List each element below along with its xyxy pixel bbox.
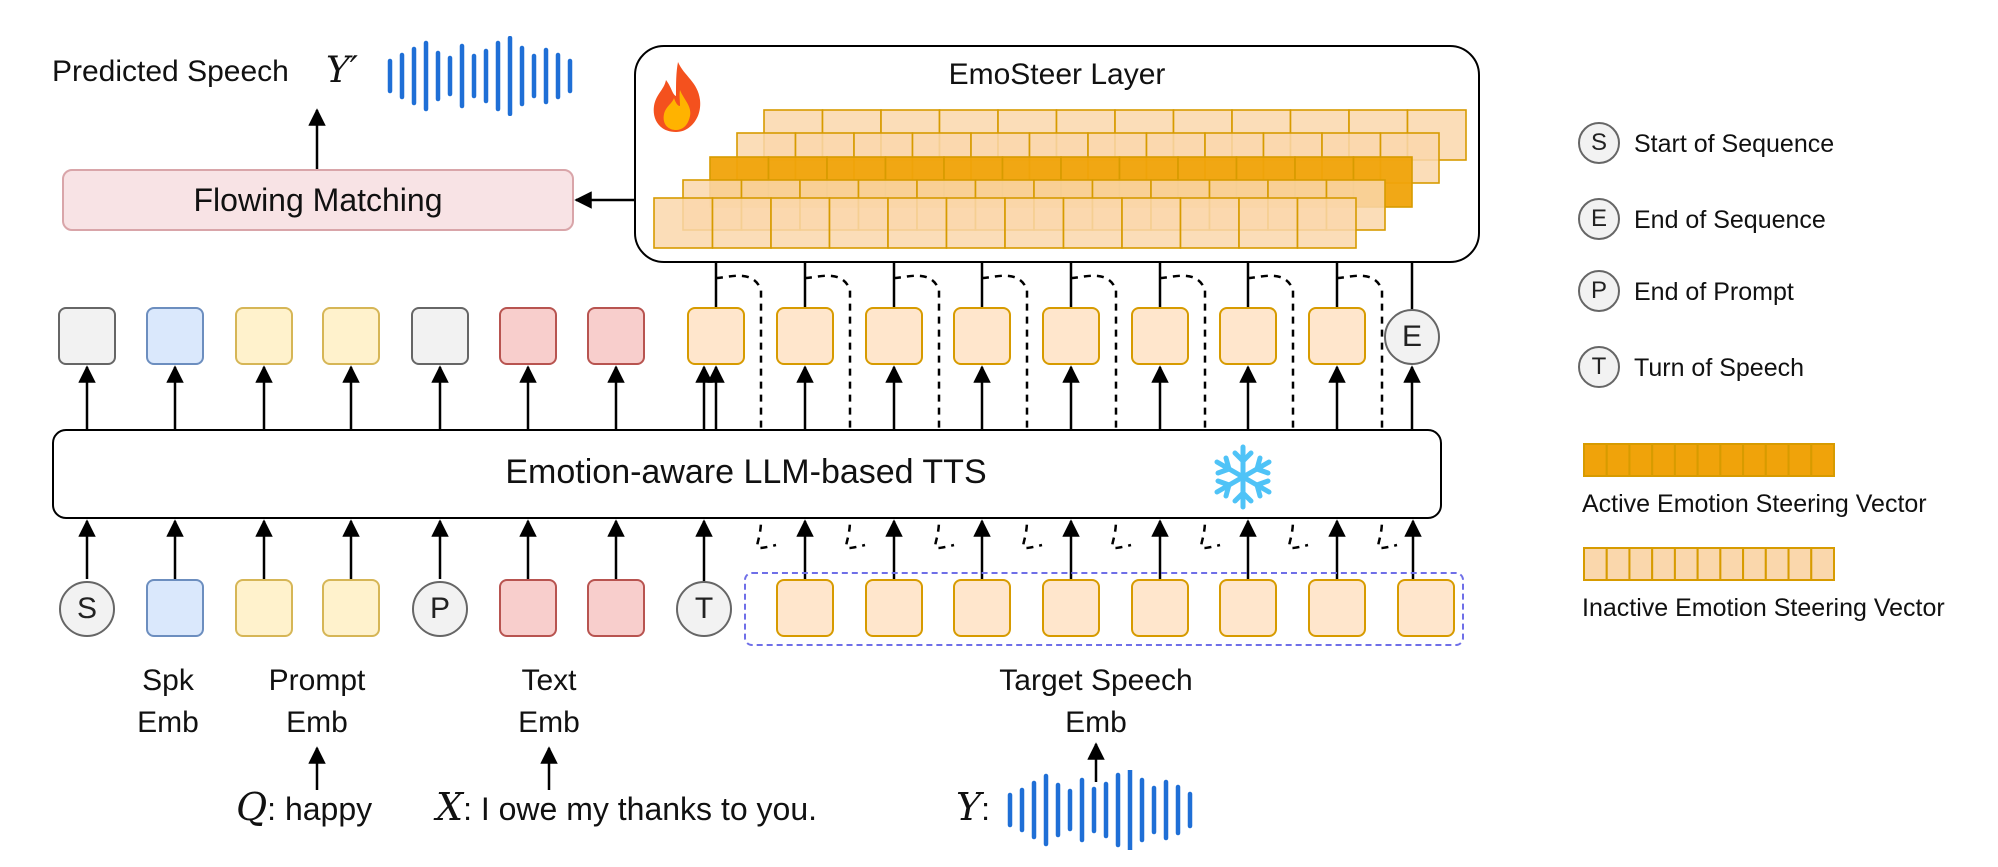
snowflake-icon — [1214, 444, 1272, 510]
legend-turn-label: Turn of Speech — [1634, 354, 1805, 382]
llm-tts-label: Emotion-aware LLM-based TTS — [505, 453, 987, 491]
input-token-speech — [1308, 579, 1366, 637]
legend-active-label: Active Emotion Steering Vector — [1582, 490, 1927, 518]
waveform-icon — [387, 36, 573, 116]
input-token-sos: S — [59, 581, 115, 637]
output-token-speech — [1219, 307, 1277, 365]
inactive-steering-vector — [653, 197, 1357, 249]
input-token-speech — [1131, 579, 1189, 637]
emotion-input: Q: happy — [236, 785, 373, 829]
input-token-text — [499, 579, 557, 637]
speech-input: Y: — [956, 785, 990, 829]
predicted-speech-symbol: Y′ — [326, 50, 358, 91]
llm-tts-box — [52, 429, 1442, 519]
legend-end-icon: E — [1578, 198, 1620, 240]
output-token-speech — [1308, 307, 1366, 365]
waveform-icon — [1007, 770, 1193, 850]
output-token-speech — [1131, 307, 1189, 365]
input-token-eop: P — [412, 581, 468, 637]
legend-active-vector-icon — [1583, 443, 1835, 477]
input-token-speech — [776, 579, 834, 637]
output-token-speech — [687, 307, 745, 365]
predicted-speech-label: Predicted Speech — [52, 55, 289, 88]
text-input: X: I owe my thanks to you. — [436, 785, 817, 829]
output-token-speech — [953, 307, 1011, 365]
input-token-prompt — [322, 579, 380, 637]
output-token-eop — [411, 307, 469, 365]
fire-icon — [653, 62, 701, 132]
input-token-speech — [1219, 579, 1277, 637]
input-token-speech — [1042, 579, 1100, 637]
output-token-spk — [146, 307, 204, 365]
flow-matching-box: Flowing Matching — [62, 169, 574, 231]
output-token-text — [587, 307, 645, 365]
input-token-turn: T — [676, 581, 732, 637]
legend-turn-icon: T — [1578, 346, 1620, 388]
text-emb-label: Text Emb — [518, 664, 580, 739]
legend-end-label: End of Sequence — [1634, 206, 1826, 234]
input-token-prompt — [235, 579, 293, 637]
output-token-text — [499, 307, 557, 365]
flow-matching-label: Flowing Matching — [193, 181, 443, 218]
output-token-speech — [776, 307, 834, 365]
input-token-speech — [1397, 579, 1455, 637]
output-token-prompt — [322, 307, 380, 365]
input-token-spk — [146, 579, 204, 637]
prompt-emb-label: Prompt Emb — [268, 664, 366, 739]
spk-emb-label: Spk Emb — [137, 664, 199, 739]
legend-prompt-label: End of Prompt — [1634, 278, 1794, 306]
legend-start-icon: S — [1578, 122, 1620, 164]
input-token-speech — [953, 579, 1011, 637]
output-token-speech — [1042, 307, 1100, 365]
output-token-sos — [58, 307, 116, 365]
target-speech-emb-label: Target Speech Emb — [999, 664, 1193, 739]
legend-inactive-label: Inactive Emotion Steering Vector — [1582, 594, 1945, 622]
legend-start-label: Start of Sequence — [1634, 130, 1835, 158]
output-token-speech — [865, 307, 923, 365]
legend-prompt-icon: P — [1578, 270, 1620, 312]
output-token-prompt — [235, 307, 293, 365]
input-token-speech — [865, 579, 923, 637]
legend-inactive-vector-icon — [1583, 547, 1835, 581]
output-token-eos: E — [1384, 309, 1440, 365]
emosteer-layer-title: EmoSteer Layer — [948, 58, 1166, 91]
target-speech-group — [744, 572, 1464, 646]
input-token-text — [587, 579, 645, 637]
